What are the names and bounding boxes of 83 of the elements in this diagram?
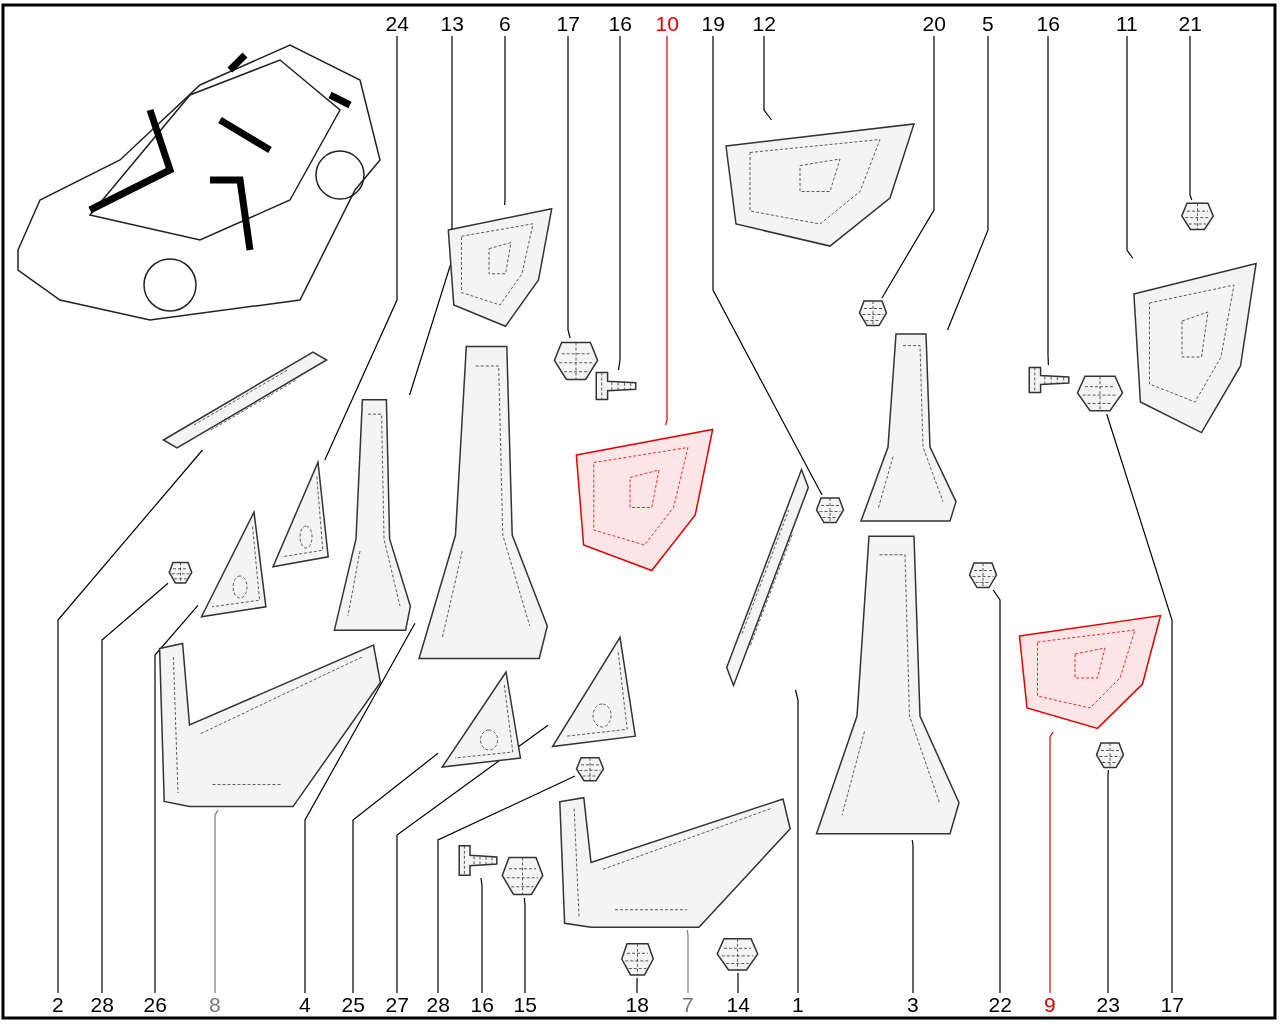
clip-drawing bbox=[1075, 372, 1125, 414]
leader-line bbox=[712, 35, 823, 496]
leader-line bbox=[504, 35, 506, 206]
leader-line bbox=[794, 689, 799, 994]
leader-line bbox=[881, 35, 935, 299]
leader-line bbox=[396, 724, 549, 994]
callout-number: 18 bbox=[625, 993, 649, 1017]
clip-drawing bbox=[968, 560, 998, 590]
leader-line bbox=[763, 35, 773, 121]
callout-number: 23 bbox=[1096, 993, 1120, 1017]
corner-trim-drawing bbox=[438, 670, 523, 770]
callout-number: 9 bbox=[1044, 993, 1056, 1017]
callout-number: 16 bbox=[608, 12, 632, 36]
leader-line bbox=[911, 839, 914, 994]
trim-strip-drawing bbox=[725, 465, 810, 690]
callout-number: 11 bbox=[1116, 12, 1138, 36]
callout-number: 14 bbox=[726, 993, 750, 1017]
screw-drawing bbox=[1028, 365, 1070, 395]
leader-line bbox=[480, 877, 483, 994]
leader-line bbox=[409, 35, 453, 396]
callout-number: 3 bbox=[907, 993, 919, 1017]
callout-number: 10 bbox=[655, 12, 679, 36]
leader-line bbox=[567, 35, 571, 339]
corner-trim-drawing bbox=[270, 460, 330, 570]
callout-number: 12 bbox=[752, 12, 776, 36]
pillar-trim-drawing bbox=[858, 330, 958, 525]
screw-drawing bbox=[458, 843, 498, 878]
leader-line bbox=[352, 752, 439, 994]
leader-line bbox=[1126, 35, 1134, 259]
screw-drawing bbox=[595, 370, 637, 402]
callout-number: 5 bbox=[982, 12, 994, 36]
leader-line bbox=[324, 35, 398, 461]
leader-line bbox=[214, 809, 219, 994]
leader-line bbox=[101, 582, 169, 994]
callout-number: 21 bbox=[1178, 12, 1202, 36]
leader-line bbox=[636, 977, 638, 994]
leader-line bbox=[1047, 35, 1049, 366]
clip-drawing bbox=[575, 755, 605, 783]
leader-line bbox=[57, 449, 204, 994]
clip-drawing bbox=[620, 940, 655, 978]
callout-number: 15 bbox=[513, 993, 537, 1017]
clip-drawing bbox=[815, 495, 845, 525]
leader-line bbox=[737, 972, 739, 994]
clip-drawing bbox=[1095, 740, 1125, 770]
corner-trim-drawing bbox=[198, 510, 268, 620]
callout-number: 25 bbox=[341, 993, 365, 1017]
leader-line bbox=[1107, 769, 1110, 994]
callout-number: 4 bbox=[299, 993, 311, 1017]
leader-line bbox=[1106, 413, 1173, 994]
leader-line bbox=[665, 35, 668, 426]
callout-number: 17 bbox=[556, 12, 580, 36]
leader-line bbox=[992, 589, 1001, 994]
trim-strip-drawing bbox=[160, 350, 330, 450]
callout-number: 1 bbox=[792, 993, 804, 1017]
callout-number: 8 bbox=[209, 993, 221, 1017]
leader-line bbox=[437, 775, 576, 994]
callout-number: 6 bbox=[499, 12, 511, 36]
callout-number: 16 bbox=[1036, 12, 1060, 36]
callout-number: 28 bbox=[426, 993, 450, 1017]
callout-number: 20 bbox=[922, 12, 946, 36]
callout-number: 16 bbox=[470, 993, 494, 1017]
leader-line bbox=[617, 35, 621, 371]
callout-number: 17 bbox=[1160, 993, 1184, 1017]
leader-line bbox=[1189, 35, 1193, 201]
clip-drawing bbox=[168, 560, 193, 585]
trim-panel-drawing bbox=[445, 205, 555, 330]
callout-number: 22 bbox=[988, 993, 1012, 1017]
callout-number: 24 bbox=[385, 12, 409, 36]
clip-drawing bbox=[1180, 200, 1215, 232]
leader-line bbox=[523, 897, 526, 994]
leader-line bbox=[154, 604, 199, 994]
leader-line bbox=[946, 35, 989, 331]
callout-number: 26 bbox=[143, 993, 167, 1017]
callout-number: 13 bbox=[440, 12, 464, 36]
callout-number: 2 bbox=[52, 993, 64, 1017]
leader-line bbox=[1049, 731, 1054, 994]
callout-number: 27 bbox=[385, 993, 409, 1017]
callout-number: 28 bbox=[90, 993, 114, 1017]
callout-number: 7 bbox=[682, 993, 694, 1017]
leader-line bbox=[686, 929, 689, 994]
clip-drawing bbox=[715, 935, 760, 973]
callout-number: 19 bbox=[701, 12, 725, 36]
clip-drawing bbox=[858, 298, 888, 328]
